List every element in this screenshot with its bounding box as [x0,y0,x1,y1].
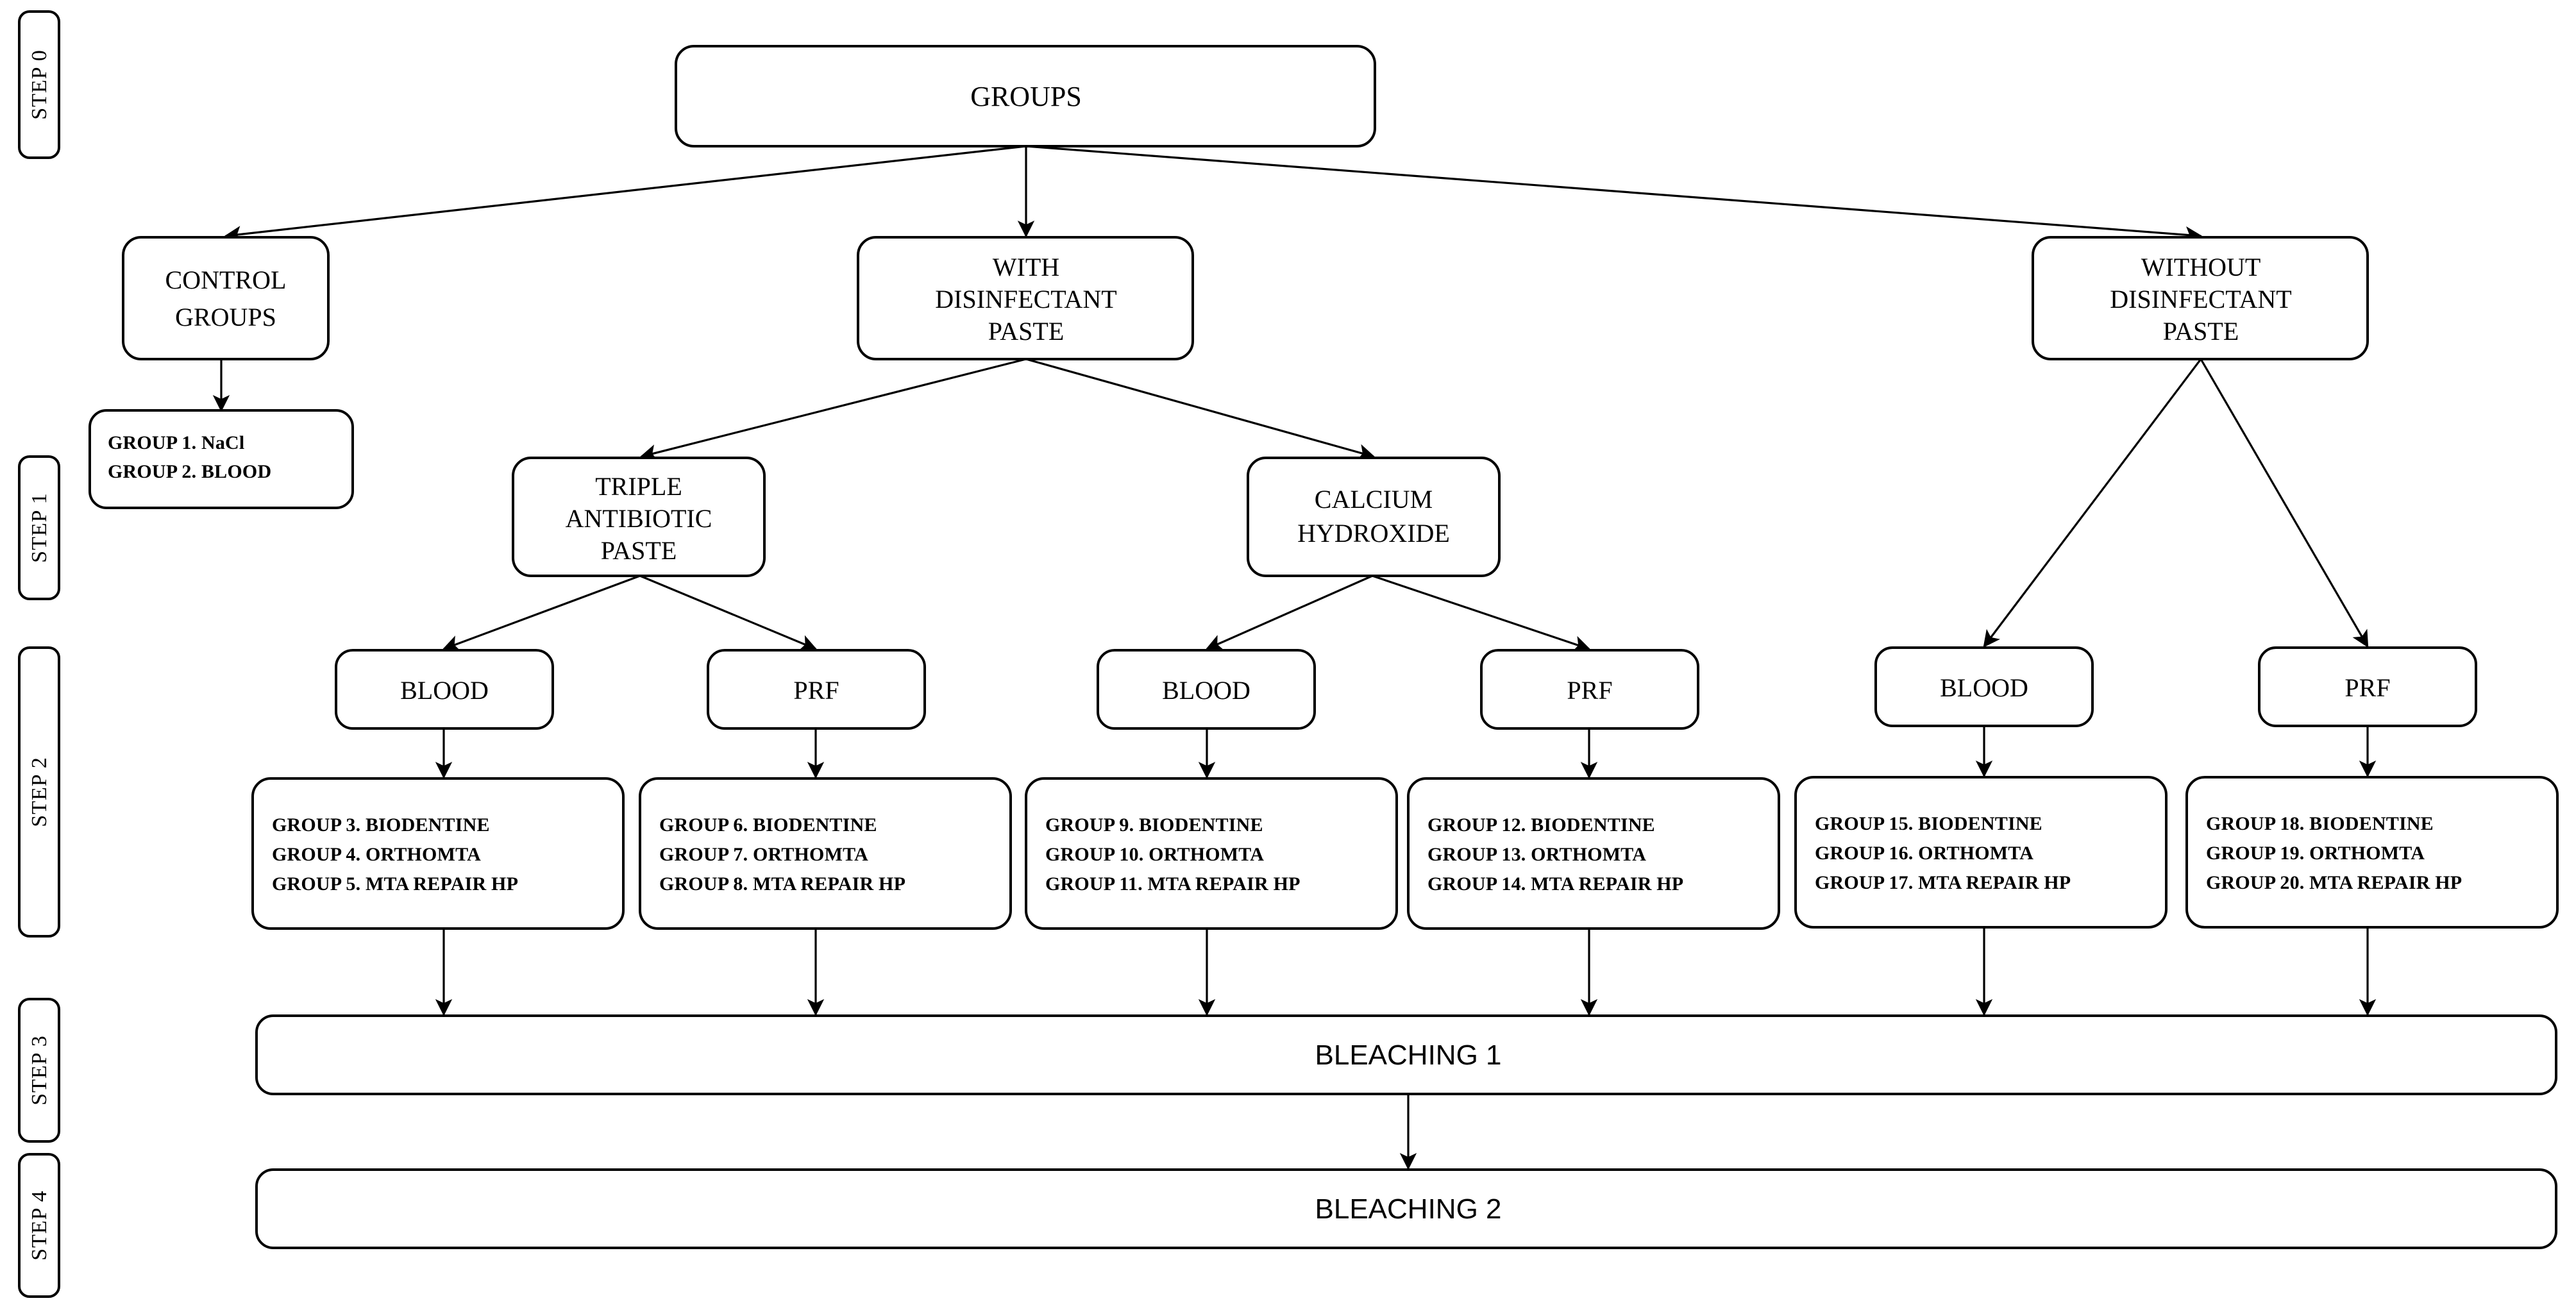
node-groups-label: GROUPS [970,81,1082,112]
edge-caoh-to-blood [1205,575,1373,651]
control-group-line-1: GROUP 1. NaCl [108,432,244,453]
groups-6-8-line-1: GROUP 6. BIODENTINE [659,814,877,836]
node-blood-no-paste[interactable]: BLOOD [1874,646,2094,727]
node-groups-9-11[interactable]: GROUP 9. BIODENTINE GROUP 10. ORTHOMTA G… [1025,777,1398,930]
node-control-groups[interactable]: CONTROL GROUPS [122,236,330,360]
edges-layer [212,145,2377,1170]
node-blood-calcium-hydroxide[interactable]: BLOOD [1097,649,1316,730]
node-without-disinfectant-paste[interactable]: WITHOUT DISINFECTANT PASTE [2032,236,2369,360]
edge-withpaste-to-tap [639,358,1027,461]
node-calcium-hydroxide[interactable]: CALCIUM HYDROXIDE [1247,457,1501,577]
groups-9-11-line-2: GROUP 10. ORTHOMTA [1045,844,1264,865]
groups-3-5-line-1: GROUP 3. BIODENTINE [272,814,490,836]
node-groups-15-17[interactable]: GROUP 15. BIODENTINE GROUP 16. ORTHOMTA … [1794,776,2168,929]
step-label-text: STEP 3 [28,1035,51,1106]
node-blood-tap[interactable]: BLOOD [335,649,554,730]
groups-6-8-line-3: GROUP 8. MTA REPAIR HP [659,873,905,895]
node-without-paste-line-1: WITHOUT [2141,253,2261,282]
edge-caoh-to-prf [1372,575,1591,652]
groups-12-14-line-1: GROUP 12. BIODENTINE [1427,814,1655,836]
node-with-paste-line-2: DISINFECTANT [935,285,1116,314]
node-bleaching-2[interactable]: BLEACHING 2 [255,1168,2557,1249]
node-groups-12-14[interactable]: GROUP 12. BIODENTINE GROUP 13. ORTHOMTA … [1407,777,1780,930]
node-blood-none-label: BLOOD [1940,673,2028,702]
node-prf-no-paste[interactable]: PRF [2258,646,2477,727]
groups-18-20-line-1: GROUP 18. BIODENTINE [2206,813,2434,834]
step-label-text: STEP 0 [28,49,51,120]
edge-tap-to-blood [442,575,641,652]
node-without-paste-line-3: PASTE [2163,317,2239,346]
node-caoh-line-2: HYDROXIDE [1297,519,1450,548]
control-group-line-2: GROUP 2. BLOOD [108,461,271,482]
groups-18-20-line-3: GROUP 20. MTA REPAIR HP [2206,872,2462,893]
groups-3-5-line-2: GROUP 4. ORTHOMTA [272,844,481,865]
edge-withoutpaste-to-blood [1983,358,2202,648]
node-with-paste-line-3: PASTE [988,317,1065,346]
node-prf-tap[interactable]: PRF [707,649,926,730]
step-rail: STEP 0 STEP 1 STEP 2 STEP 3 STEP 4 [18,10,60,1298]
edge-tap-to-prf [639,575,818,651]
step-label-step3: STEP 3 [18,998,60,1143]
node-with-paste-line-1: WITH [993,253,1059,282]
groups-15-17-line-1: GROUP 15. BIODENTINE [1815,813,2042,834]
step-label-text: STEP 4 [28,1190,51,1261]
step-label-step0: STEP 0 [18,10,60,159]
node-prf-ch-label: PRF [1567,676,1612,705]
node-groups-18-20[interactable]: GROUP 18. BIODENTINE GROUP 19. ORTHOMTA … [2185,776,2559,929]
edge-groups-to-without-paste [1025,145,2203,244]
step-label-step1: STEP 1 [18,455,60,600]
node-control-group-list[interactable]: GROUP 1. NaCl GROUP 2. BLOOD [88,409,354,509]
node-groups-3-5[interactable]: GROUP 3. BIODENTINE GROUP 4. ORTHOMTA GR… [251,777,625,930]
step-label-text: STEP 1 [28,492,51,563]
node-prf-calcium-hydroxide[interactable]: PRF [1480,649,1699,730]
node-groups-6-8[interactable]: GROUP 6. BIODENTINE GROUP 7. ORTHOMTA GR… [639,777,1012,930]
node-blood-ch-label: BLOOD [1162,676,1250,705]
node-bleaching-1[interactable]: BLEACHING 1 [255,1014,2557,1095]
node-without-paste-line-2: DISINFECTANT [2110,285,2291,314]
step-label-step2: STEP 2 [18,646,60,938]
groups-15-17-line-2: GROUP 16. ORTHOMTA [1815,843,2033,864]
groups-9-11-line-3: GROUP 11. MTA REPAIR HP [1045,873,1301,895]
node-with-disinfectant-paste[interactable]: WITH DISINFECTANT PASTE [857,236,1194,360]
node-tap-line-1: TRIPLE [595,472,682,501]
groups-18-20-line-2: GROUP 19. ORTHOMTA [2206,843,2425,864]
node-prf-tap-label: PRF [793,676,839,705]
groups-9-11-line-1: GROUP 9. BIODENTINE [1045,814,1263,836]
node-groups[interactable]: GROUPS [675,45,1376,147]
edge-withoutpaste-to-prf [2200,358,2369,648]
groups-6-8-line-2: GROUP 7. ORTHOMTA [659,844,868,865]
node-tap-line-3: PASTE [601,536,677,565]
node-control-groups-line-2: GROUPS [175,303,276,332]
edge-withpaste-to-caoh [1025,358,1376,461]
node-triple-antibiotic-paste[interactable]: TRIPLE ANTIBIOTIC PASTE [512,457,766,577]
node-blood-tap-label: BLOOD [400,676,489,705]
groups-12-14-line-2: GROUP 13. ORTHOMTA [1427,844,1646,865]
node-prf-none-label: PRF [2344,673,2390,702]
node-control-groups-line-1: CONTROL [165,265,287,294]
step-label-step4: STEP 4 [18,1153,60,1298]
bleaching-1-label: BLEACHING 1 [1315,1039,1502,1071]
bleaching-2-label: BLEACHING 2 [1315,1193,1502,1225]
node-caoh-line-1: CALCIUM [1315,485,1433,514]
step-label-text: STEP 2 [28,757,51,827]
groups-12-14-line-3: GROUP 14. MTA REPAIR HP [1427,873,1683,895]
groups-3-5-line-3: GROUP 5. MTA REPAIR HP [272,873,518,895]
groups-15-17-line-3: GROUP 17. MTA REPAIR HP [1815,872,2071,893]
edge-groups-to-control [224,145,1027,243]
node-tap-line-2: ANTIBIOTIC [566,504,712,533]
